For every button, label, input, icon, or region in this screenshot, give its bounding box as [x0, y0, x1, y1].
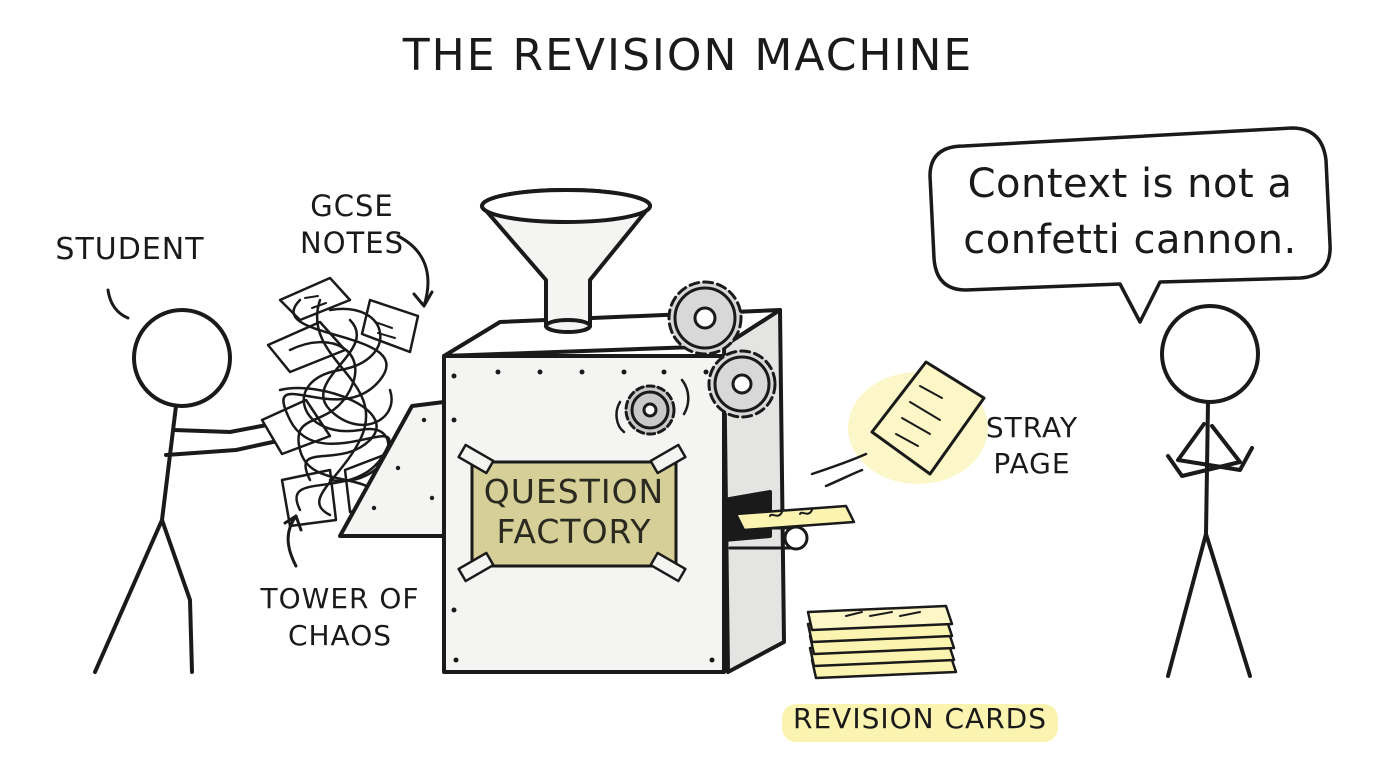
- tape-corners: [457, 443, 687, 583]
- side-gear-icon: [707, 349, 777, 419]
- speech-line2: confetti cannon.: [963, 217, 1297, 263]
- stray-page: [810, 360, 988, 488]
- top-gear-icon: [667, 280, 743, 356]
- stray-page-label: STRAY PAGE: [972, 410, 1092, 482]
- revision-card-stack: [806, 604, 958, 680]
- front-gear-icon: [624, 384, 676, 436]
- student-label: STUDENT: [55, 232, 205, 267]
- tower-line1: TOWER OF: [260, 582, 420, 615]
- machine-line1: QUESTION: [483, 472, 665, 511]
- gcse-notes-label: GCSE NOTES: [292, 188, 412, 262]
- stray-line1: STRAY: [985, 411, 1079, 444]
- gcse-notes-line2: NOTES: [300, 226, 404, 260]
- cards-highlight: [782, 704, 1058, 742]
- machine-plaque: [470, 460, 678, 568]
- speech-bubble-text: Context is not a confetti cannon.: [940, 156, 1320, 268]
- tower-arrow: [283, 514, 303, 568]
- page-title: THE REVISION MACHINE: [402, 30, 974, 81]
- tower-line2: CHAOS: [287, 619, 393, 652]
- funnel: [480, 188, 652, 334]
- revision-cards-label: REVISION CARDS: [793, 702, 1047, 735]
- student-figure: [93, 288, 284, 674]
- question-factory-label: QUESTION FACTORY: [476, 472, 672, 552]
- observer-figure: [1160, 304, 1260, 678]
- tower-of-chaos-label: TOWER OF CHAOS: [250, 580, 430, 654]
- stray-line2: PAGE: [993, 447, 1071, 480]
- notes-arrow: [396, 234, 434, 308]
- tower-of-chaos-scribble: [260, 276, 420, 528]
- speech-line1: Context is not a: [967, 161, 1293, 207]
- gcse-notes-line1: GCSE: [310, 189, 394, 223]
- conveyor-belt: [728, 504, 856, 551]
- speech-bubble: [928, 126, 1332, 324]
- machine-line2: FACTORY: [496, 512, 652, 551]
